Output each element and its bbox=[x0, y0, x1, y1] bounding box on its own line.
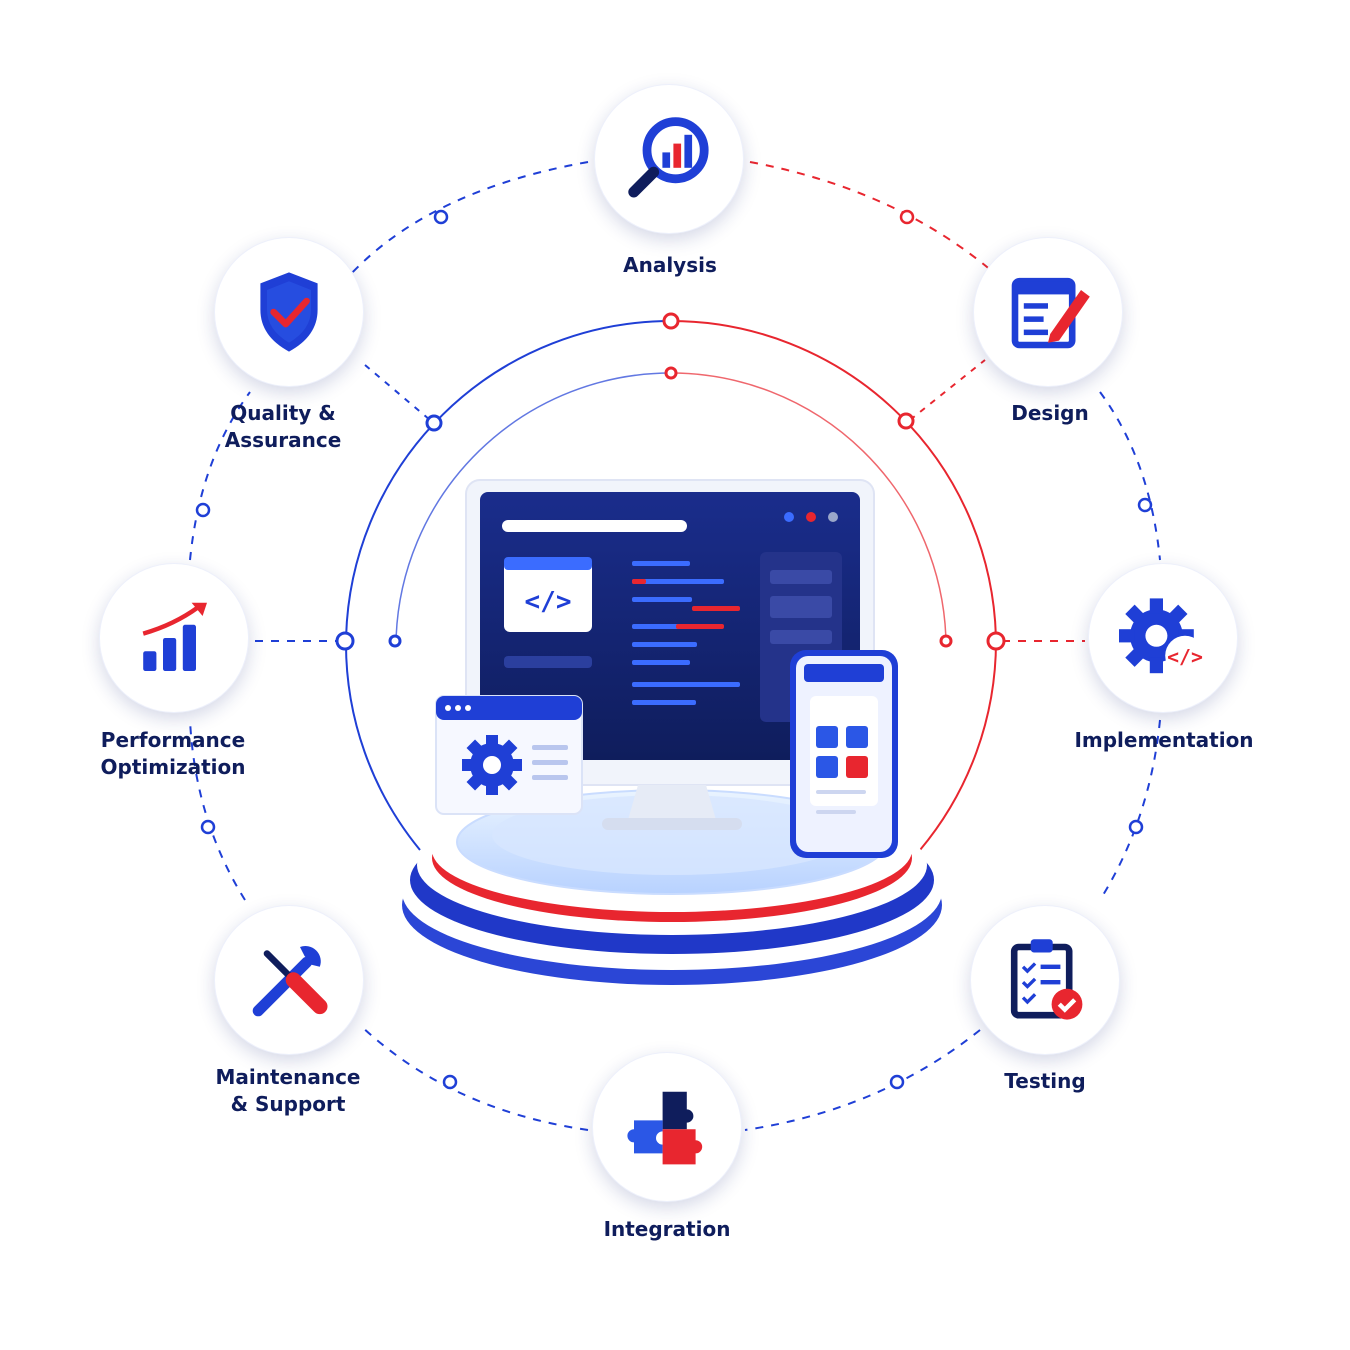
stage-node-implementation[interactable]: </> bbox=[1088, 563, 1238, 713]
stage-label-testing: Testing bbox=[1004, 1069, 1086, 1093]
stage-label-maintenance: Maintenance & Support bbox=[215, 1065, 361, 1116]
stage-node-analysis[interactable] bbox=[594, 84, 744, 234]
document-pencil-icon bbox=[1011, 277, 1090, 349]
stage-label-implementation: Implementation bbox=[1074, 728, 1254, 752]
monitor-phone-platform-icon: </> bbox=[402, 479, 942, 985]
magnifier-chart-icon bbox=[628, 117, 709, 198]
svg-text:</>: </> bbox=[1167, 645, 1203, 668]
outer-arc-bottom-right bbox=[744, 1029, 981, 1131]
stage-node-quality[interactable] bbox=[214, 237, 364, 387]
shield-check-icon bbox=[260, 272, 318, 352]
outer-arc-left-1 bbox=[189, 719, 246, 901]
stage-node-maintenance[interactable] bbox=[214, 905, 364, 1055]
bar-chart-arrow-icon bbox=[142, 602, 207, 671]
stage-node-design[interactable] bbox=[973, 237, 1123, 387]
stage-node-integration[interactable] bbox=[592, 1052, 742, 1202]
wrench-screwdriver-icon bbox=[252, 946, 328, 1017]
stage-node-performance[interactable] bbox=[99, 563, 249, 713]
inner-ring-inner-red bbox=[670, 372, 947, 642]
outer-arc-left-2 bbox=[189, 391, 251, 561]
svg-text:</>: </> bbox=[525, 587, 572, 617]
stage-label-performance: Performance Optimization bbox=[100, 728, 246, 779]
puzzle-pieces-icon bbox=[627, 1091, 703, 1165]
inner-ring-outer-blue bbox=[344, 320, 672, 851]
inner-ring-outer-red bbox=[670, 320, 998, 851]
stage-label-design: Design bbox=[1011, 401, 1089, 425]
stage-label-analysis: Analysis bbox=[623, 253, 717, 277]
stage-node-testing[interactable] bbox=[970, 905, 1120, 1055]
outer-arc-blue-top-left bbox=[349, 161, 589, 276]
clipboard-checklist-icon bbox=[1010, 939, 1083, 1020]
outer-arc-right-1 bbox=[1099, 391, 1161, 561]
outer-arc-bottom-left bbox=[359, 1024, 589, 1131]
outer-arc-right-2 bbox=[1099, 719, 1161, 901]
outer-arc-red bbox=[749, 161, 1001, 279]
gear-code-icon: </> bbox=[1119, 598, 1205, 676]
stage-label-integration: Integration bbox=[603, 1217, 731, 1241]
stage-label-quality: Quality & Assurance bbox=[224, 401, 342, 452]
inner-ring-inner-blue bbox=[395, 372, 672, 642]
